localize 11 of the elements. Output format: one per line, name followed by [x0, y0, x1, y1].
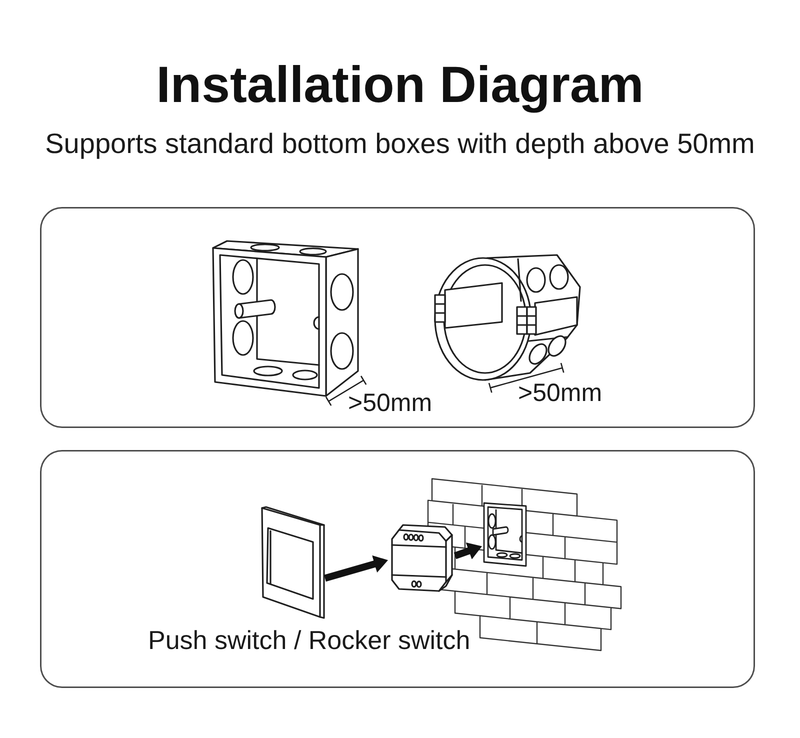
arrow	[324, 555, 389, 582]
dimension-label: >50mm	[518, 379, 602, 407]
arrow	[454, 542, 484, 560]
subtitle: Supports standard bottom boxes with depth above 50mm	[45, 128, 755, 160]
mounted-junction-box-drawing	[482, 500, 528, 568]
switch-module-drawing	[388, 522, 455, 594]
switch-type-label: Push switch / Rocker switch	[148, 625, 470, 655]
panel	[40, 450, 755, 688]
dimension-label: >50mm	[348, 389, 432, 417]
title: Installation Diagram	[156, 55, 644, 115]
panel	[40, 207, 755, 428]
